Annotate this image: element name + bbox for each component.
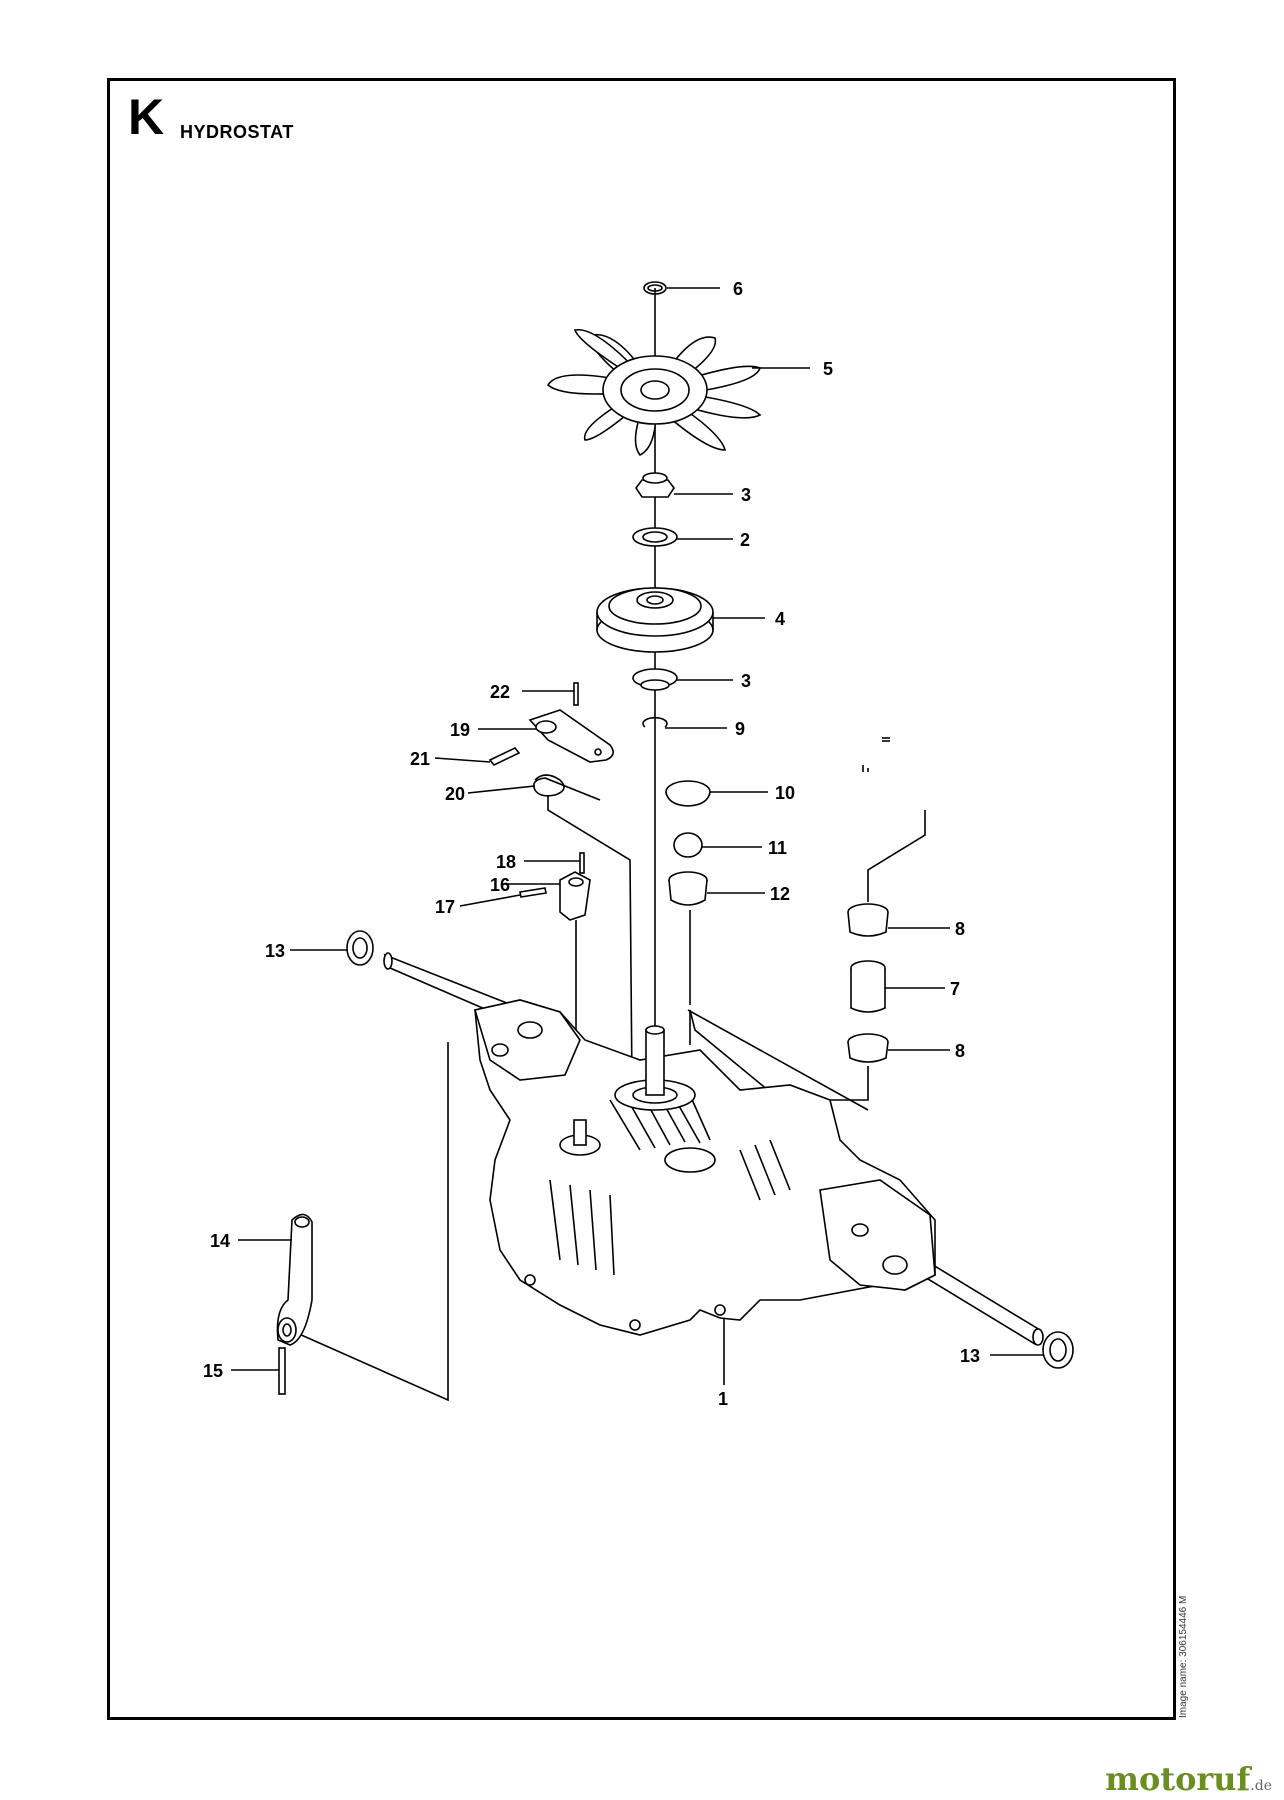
callout-6: 6 [733,279,743,299]
part-18-pin [579,852,585,874]
callout-8-lower: 8 [955,1041,965,1061]
guide-line-case-right [687,1009,869,1111]
part-1-transaxle-housing [383,952,1044,1346]
part-16-lever [559,871,591,921]
callout-1: 1 [718,1389,728,1409]
callout-8-upper: 8 [955,919,965,939]
part-21-pin [488,747,521,766]
callout-10: 10 [775,783,795,803]
part-5-fan [546,329,762,457]
callout-18: 18 [496,852,516,872]
callout-22: 22 [490,682,510,702]
brand-tld: .de [1250,1778,1272,1794]
callout-13-right: 13 [960,1346,980,1366]
part-19-lever [528,709,614,763]
brand-watermark: motoruf.de [1105,1760,1272,1798]
part-12-bushing [668,871,708,906]
diagram-frame [107,78,1176,1720]
section-title: HYDROSTAT [180,122,294,142]
guide-line-20 [547,795,633,1086]
part-3-nut [635,472,675,498]
part-14-arm [276,1213,313,1346]
callout-3-upper: 3 [741,485,751,505]
callout-9: 9 [735,719,745,739]
callout-7: 7 [950,979,960,999]
callout-12: 12 [770,884,790,904]
part-17-pin [519,887,547,898]
part-8-bearing-lower [847,1033,889,1063]
callout-20: 20 [445,784,465,804]
callout-16: 16 [490,875,510,895]
part-13-seal-right [1042,1331,1074,1369]
callout-13-left: 13 [265,941,285,961]
part-13-seal-left [346,930,374,966]
part-9-circlip [642,716,668,728]
callout-17: 17 [435,897,455,917]
callout-leaders [231,287,1043,1385]
part-4-pulley [596,587,714,653]
callout-19: 19 [450,720,470,740]
part-20-spring [532,774,601,801]
small-marks [862,737,890,772]
guide-line-14 [289,1042,449,1402]
part-10-cap [665,780,711,807]
part-22-pin [573,682,579,706]
part-2-washer [632,527,678,547]
part-15-pin [278,1347,286,1395]
part-3-lower-washer [632,668,678,691]
callout-3-lower: 3 [741,671,751,691]
callout-11: 11 [768,838,787,858]
callout-4: 4 [775,609,785,629]
part-11-disc [673,832,703,858]
callout-5: 5 [823,359,833,379]
callout-2: 2 [740,530,750,550]
callout-15: 15 [203,1361,223,1381]
brand-name: motoruf [1105,1760,1251,1798]
guide-line-bearing [867,810,926,902]
part-6-snap-ring [643,281,667,295]
section-letter: K [128,89,165,145]
part-8-bearing-upper [847,903,889,937]
part-7-sleeve [850,960,886,1013]
callout-14: 14 [210,1231,230,1251]
callout-21: 21 [410,749,430,769]
